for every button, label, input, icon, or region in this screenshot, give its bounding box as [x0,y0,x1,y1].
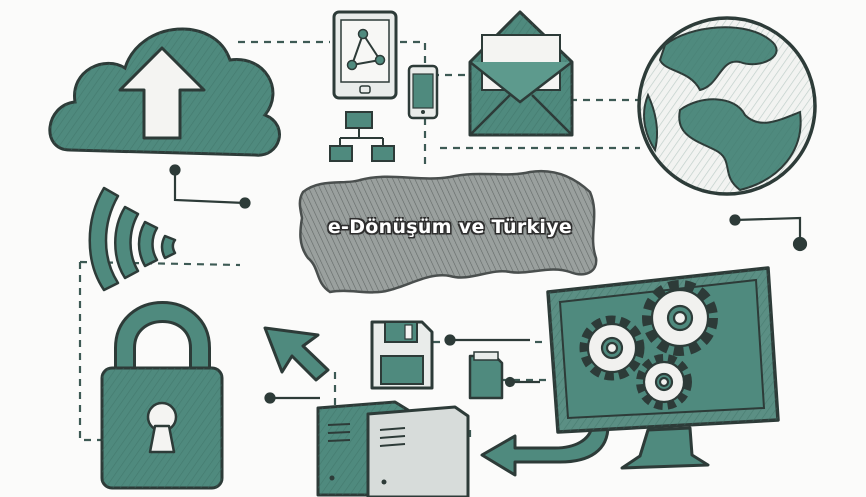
dot-connectors [169,164,808,404]
smartphone-icon [407,64,439,120]
turkey-map [298,169,598,294]
wifi-signal-icon [88,186,177,292]
return-arrow-icon [480,424,610,477]
gear-icon [579,315,645,381]
server-icon [316,400,470,497]
org-chart-icon [329,111,395,162]
tablet-icon [332,10,398,100]
floppy-disk-icon [370,320,434,390]
cloud-upload-icon [48,27,281,157]
monitor-gears-icon [546,266,780,470]
cursor-arrow-icon [263,326,330,382]
sd-card-icon [468,351,504,400]
gear-icon [636,354,692,410]
gear-icon [642,280,718,356]
envelope-icon [468,10,574,137]
globe-icon [637,16,817,196]
padlock-icon [100,301,224,490]
page-title: e-Dönüşüm ve Türkiye [327,216,573,238]
